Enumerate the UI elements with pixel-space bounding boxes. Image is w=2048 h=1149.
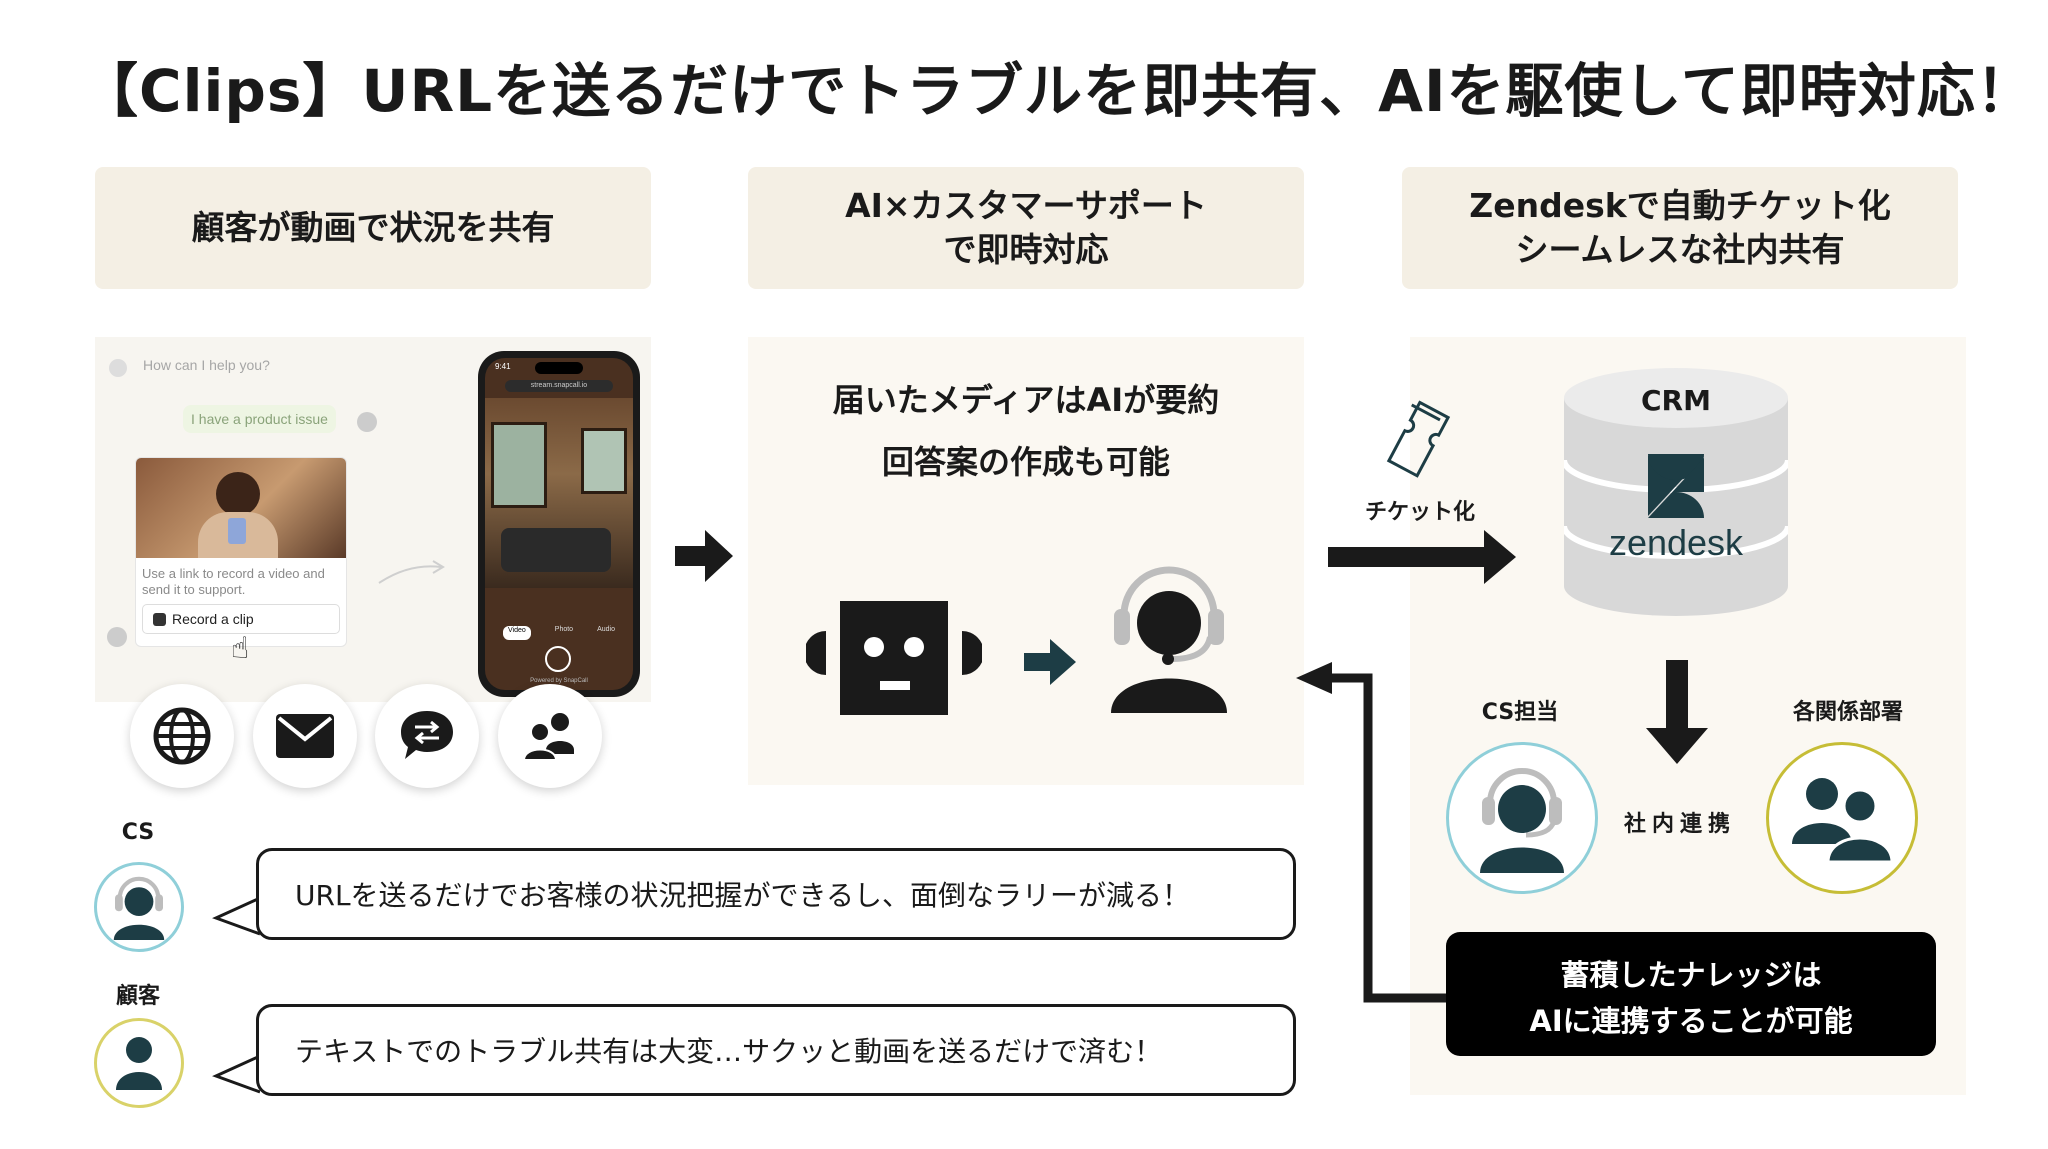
ai-support-panel: 届いたメディアはAIが要約 回答案の作成も可能 [748,337,1304,785]
person-icon [116,1037,162,1090]
chat-exchange-icon [401,711,453,759]
speech-tail-2 [212,1054,260,1094]
group-icon [1792,778,1894,864]
customer-testimonial-text: テキストでのトラブル共有は大変…サクッと動画を送るだけで済む！ [295,1035,1163,1068]
internal-collab-label: 社内連携 [1623,812,1736,837]
phone-time: 9:41 [495,362,511,371]
mode-audio[interactable]: Audio [597,626,615,633]
phone-notch [535,362,583,374]
woman-with-phone-photo [136,458,346,558]
flow-arrow-2 [1328,530,1516,584]
clip-card: Use a link to record a video and send it… [135,457,347,647]
user-message-bubble: I have a product issue [183,405,336,433]
headset-person-icon [1480,768,1564,873]
ai-draft-text: 回答案の作成も可能 [881,443,1170,481]
knowledge-box: 蓄積したナレッジは AIに連携することが可能 [1446,932,1936,1056]
channel-web [130,684,234,788]
mode-video[interactable]: Video [503,626,531,640]
hand-cursor-icon: ☝ [231,631,250,666]
crm-label: CRM [1641,384,1711,417]
bot-avatar [109,359,127,377]
cs-staff-avatar [1446,742,1598,894]
cs-testimonial-bubble: URLを送るだけでお客様の状況把握ができるし、面倒なラリーが減る！ [256,848,1296,940]
departments-label: 各関係部署 [1792,700,1903,725]
cs-avatar [94,862,184,952]
flow-arrow-1 [675,530,733,582]
departments-avatar [1766,742,1918,894]
page-title: 【Clips】URLを送るだけでトラブルを即共有、AIを駆使して即時対応！ [80,57,2035,125]
globe-icon [153,707,211,765]
phone-url-bar: stream.snapcall.io [505,380,613,392]
mail-icon [276,714,334,758]
phone-mode-tabs: Video Photo Audio [491,626,627,640]
record-clip-button[interactable]: Record a clip [142,604,340,634]
phone-mockup: 9:41 stream.snapcall.io Video Photo Audi… [478,351,640,697]
customer-testimonial-bubble: テキストでのトラブル共有は大変…サクッと動画を送るだけで済む！ [256,1004,1296,1096]
bot-avatar-2 [107,627,127,647]
flow-arrow-down [1646,660,1708,764]
chat-prompt: How can I help you? [143,357,270,373]
channel-group [498,684,602,788]
cs-testimonial-text: URLを送るだけでお客様の状況把握ができるし、面倒なラリーが減る！ [295,879,1190,912]
channel-mail [253,684,357,788]
zendesk-logo-text: zendesk [1608,522,1744,563]
feedback-arrow [1296,662,1446,1003]
teal-arrow-icon [1024,639,1076,685]
shutter-button[interactable] [545,646,571,672]
user-avatar [357,412,377,432]
record-icon [153,612,166,626]
ticket-icon [1386,400,1451,478]
headset-person-icon [113,876,165,940]
robot-icon [806,601,982,715]
support-agent-icon [1111,566,1227,713]
column-header-zendesk: Zendeskで自動チケット化 シームレスな社内共有 [1402,167,1958,289]
knowledge-line2: AIに連携することが可能 [1529,1004,1853,1038]
column-header-customer: 顧客が動画で状況を共有 [95,167,651,289]
knowledge-line1: 蓄積したナレッジは [1560,958,1822,992]
cs-role-label: CS [121,820,155,845]
customer-avatar [94,1018,184,1108]
column-header-ai-support: AI×カスタマーサポート で即時対応 [748,167,1304,289]
curved-arrow-icon [378,560,445,584]
living-room-photo [485,398,633,588]
phone-footer: Powered by SnapCall [530,678,588,684]
channel-chat [375,684,479,788]
crm-database-icon [1564,368,1788,616]
record-clip-label: Record a clip [172,611,254,627]
speech-tail-1 [212,896,260,936]
clips-screenshot-panel: How can I help you? I have a product iss… [95,337,651,702]
ticket-label: チケット化 [1364,500,1475,525]
cs-staff-label: CS担当 [1481,700,1559,725]
users-icon [522,713,574,761]
clip-card-text: Use a link to record a video and send it… [142,566,325,597]
mode-photo[interactable]: Photo [554,626,574,633]
customer-role-label: 顧客 [115,984,160,1009]
ai-summary-text: 届いたメディアはAIが要約 [832,381,1220,419]
